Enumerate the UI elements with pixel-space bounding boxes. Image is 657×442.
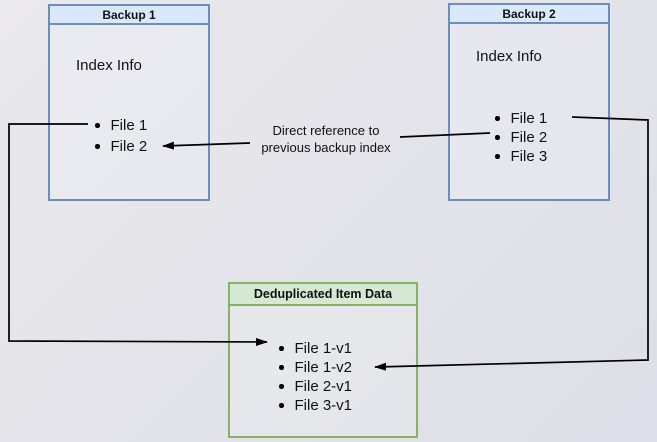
- file-label: File 1-v1: [294, 340, 353, 357]
- bullet-icon: [495, 116, 500, 121]
- bullet-icon: [495, 135, 500, 140]
- bullet-icon: [279, 346, 284, 351]
- backup2-index-info-label: Index Info: [476, 48, 542, 65]
- bullet-icon: [95, 144, 100, 149]
- annotation-line1: Direct reference to: [272, 123, 380, 138]
- file-label: File 1: [110, 117, 148, 134]
- backup1-file-list: File 1 File 2: [95, 115, 147, 157]
- backup1-index-info-label: Index Info: [76, 57, 142, 74]
- file-label: File 1-v2: [294, 359, 353, 376]
- bullet-icon: [495, 154, 500, 159]
- file-label: File 3: [510, 148, 548, 165]
- direct-reference-annotation: Direct reference to previous backup inde…: [261, 122, 390, 156]
- bullet-icon: [279, 365, 284, 370]
- dedup-title: Deduplicated Item Data: [230, 284, 416, 306]
- bullet-icon: [279, 384, 284, 389]
- bullet-icon: [279, 403, 284, 408]
- list-item: File 1-v1: [279, 339, 352, 358]
- backup1-box: Backup 1 Index Info File 1 File 2: [48, 4, 210, 201]
- bullet-icon: [95, 123, 100, 128]
- list-item: File 1-v2: [279, 358, 352, 377]
- backup2-file-list: File 1 File 2 File 3: [495, 109, 547, 166]
- list-item: File 2: [95, 136, 147, 157]
- list-item: File 3: [495, 147, 547, 166]
- list-item: File 3-v1: [279, 396, 352, 415]
- dedup-box: Deduplicated Item Data File 1-v1 File 1-…: [228, 282, 418, 438]
- file-label: File 2: [110, 138, 148, 155]
- list-item: File 1: [95, 115, 147, 136]
- backup2-title: Backup 2: [450, 5, 608, 24]
- annotation-line2: previous backup index: [261, 140, 391, 155]
- list-item: File 2-v1: [279, 377, 352, 396]
- list-item: File 1: [495, 109, 547, 128]
- file-label: File 2: [510, 129, 548, 146]
- backup1-title: Backup 1: [50, 6, 208, 25]
- file-label: File 2-v1: [294, 378, 353, 395]
- dedup-file-list: File 1-v1 File 1-v2 File 2-v1 File 3-v1: [279, 339, 352, 415]
- backup2-box: Backup 2 Index Info File 1 File 2 File 3: [448, 3, 610, 201]
- list-item: File 2: [495, 128, 547, 147]
- file-label: File 3-v1: [294, 397, 353, 414]
- file-label: File 1: [510, 110, 548, 127]
